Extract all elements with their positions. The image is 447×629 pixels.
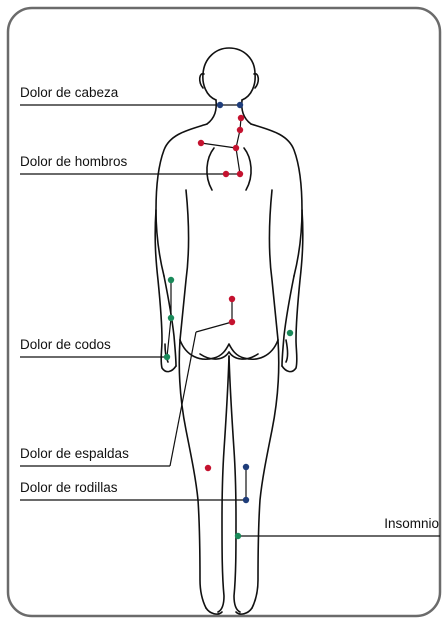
glute-fold-right [228,351,259,360]
point-espalda-1 [228,295,236,303]
point-codos-3 [163,353,171,361]
neck-right [240,99,252,125]
point-espalda-3 [204,464,212,472]
point-codos-2 [167,314,175,322]
point-espalda-2 [228,318,236,326]
label-espaldas: Dolor de espaldas [20,446,129,461]
right-arm-outer [281,209,304,373]
point-rodillas-2 [242,496,250,504]
right-foot [235,607,253,615]
glute-fold-left [199,351,230,360]
point-rodillas-1 [242,463,250,471]
leader-back-diagonal [169,331,197,467]
body-outline [154,47,304,615]
points [163,101,294,540]
point-cabeza-left [216,101,224,109]
right-ear [253,72,260,89]
point-cabeza-right [236,101,244,109]
left-foot [205,607,223,615]
point-hombros-2 [236,126,244,134]
left-leg-outer [178,339,207,609]
right-hand [285,339,289,363]
left-arm-outer [154,209,177,373]
point-hombros-1 [237,114,245,122]
head-outline [202,47,256,101]
right-arm-inner [281,275,295,367]
point-hombros-5 [222,170,230,178]
waist-left [179,189,190,341]
waist-right [268,189,279,341]
left-scapula [206,147,215,191]
torso-left [155,123,208,277]
right-leg-outer [251,339,280,609]
left-ear [198,72,205,89]
point-hombros-6 [236,170,244,178]
left-arm-inner [163,275,177,367]
label-hombros: Dolor de hombros [20,154,128,169]
torso-right [250,123,303,277]
neck-left [206,99,218,125]
label-rodillas: Dolor de rodillas [20,480,118,495]
point-insomnio [234,532,242,540]
label-cabeza: Dolor de cabeza [20,85,119,100]
right-scapula [243,147,252,191]
buttocks [179,339,279,360]
point-hombros-4 [232,144,240,152]
right-leg-inner [228,355,241,613]
point-hombros-3 [197,139,205,147]
leader-lines [20,104,440,537]
point-codos-4 [286,329,294,337]
left-leg-inner [217,355,230,613]
label-insomnio: Insomnio [384,516,439,531]
frame [6,6,442,618]
point-codos-1 [167,276,175,284]
label-codos: Dolor de codos [20,337,111,352]
